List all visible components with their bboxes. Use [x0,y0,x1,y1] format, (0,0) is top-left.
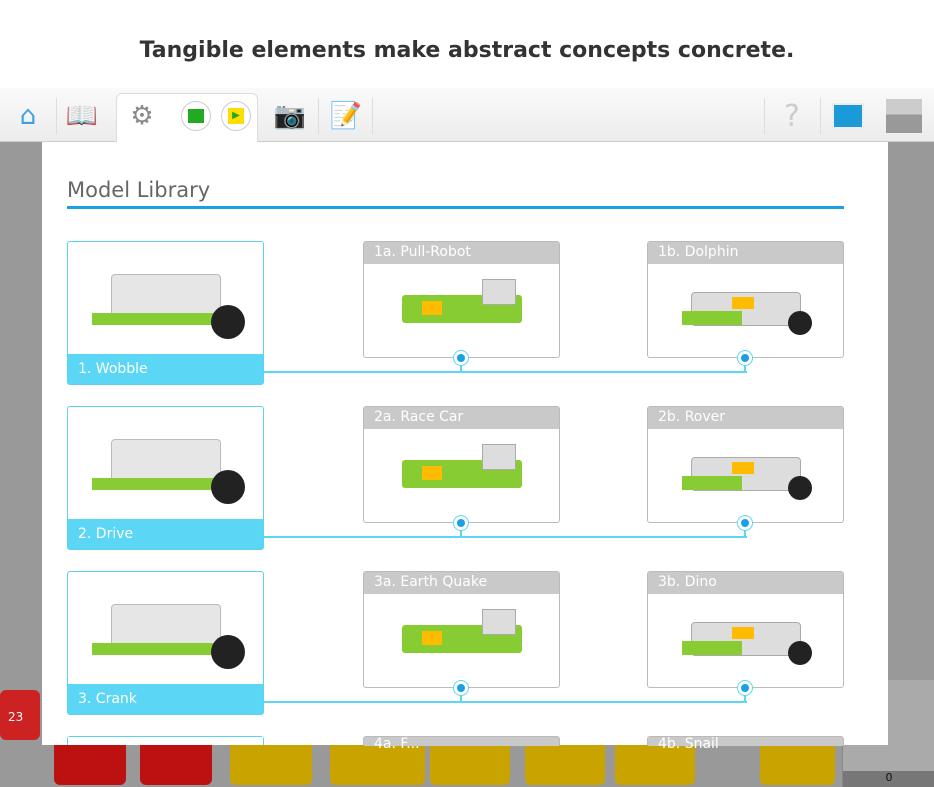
camera-icon[interactable]: 📷 [273,101,307,131]
headline: Tangible elements make abstract concepts… [139,38,795,63]
model-name: 3a. Earth Quake [364,572,559,594]
model-image [681,291,812,335]
connector-node [738,516,752,530]
home-icon[interactable]: ⌂ [19,101,37,131]
connector-node [738,351,752,365]
window-icon[interactable] [884,96,924,136]
model-card-variant[interactable]: 1b. Dolphin [647,241,844,358]
model-name: 2b. Rover [648,407,843,429]
connector-line [263,536,747,538]
counter-value: 0 [843,771,934,787]
model-image [91,273,245,339]
model-name: 1a. Pull-Robot [364,242,559,264]
model-image [401,608,522,653]
model-card-variant[interactable]: 1a. Pull-Robot [363,241,560,358]
connector-line [744,523,746,537]
green-brick-icon[interactable] [176,96,216,136]
model-card-main[interactable] [67,736,264,745]
model-card-variant[interactable]: 2b. Rover [647,406,844,523]
model-name: 3. Crank [68,684,263,714]
model-image [91,438,245,504]
connector-line [460,688,462,702]
connector-line [744,688,746,702]
model-card-variant[interactable]: 4a. F... [363,736,560,751]
model-card-variant[interactable]: 4b. Snail [647,736,844,751]
connector-line [263,701,747,703]
help-icon[interactable]: ? [784,98,800,134]
connector-node [454,681,468,695]
title-underline [67,206,844,209]
model-image [91,603,245,669]
model-name: 2a. Race Car [364,407,559,429]
model-image [401,443,522,488]
model-image [681,456,812,500]
connector-line [460,358,462,372]
model-card-main[interactable]: 1. Wobble [67,241,264,385]
gears-icon[interactable]: ⚙ [130,101,154,131]
connector-line [263,371,747,373]
toolbar: ⌂ 📖 ⚙ ▶ 📷 📝 ? [0,88,934,142]
model-card-variant[interactable]: 2a. Race Car [363,406,560,523]
model-name: 2. Drive [68,519,263,549]
model-card-variant[interactable]: 3b. Dino [647,571,844,688]
connector-node [454,516,468,530]
connector-line [460,523,462,537]
document-pencil-icon[interactable]: 📝 [329,101,363,131]
model-name: 3b. Dino [648,572,843,594]
model-card-variant[interactable]: 3a. Earth Quake [363,571,560,688]
model-image [401,278,522,323]
model-name: 4b. Snail [648,737,843,751]
model-image [681,621,812,665]
screen-icon[interactable] [828,96,868,136]
library-icon[interactable]: 📖 [65,101,99,131]
connector-line [744,358,746,372]
model-library-dialog: Model Library 1. Wobble 1a. Pull-Robot 1… [42,142,888,751]
model-name [68,737,263,745]
model-name: 4a. F... [364,737,559,751]
connector-node [454,351,468,365]
connector-node [738,681,752,695]
model-name: 1. Wobble [68,354,263,384]
model-name: 1b. Dolphin [648,242,843,264]
number-block[interactable]: 23 [0,690,40,740]
model-card-main[interactable]: 3. Crank [67,571,264,715]
play-icon[interactable]: ▶ [216,96,256,136]
dialog-title: Model Library [67,178,211,202]
model-card-main[interactable]: 2. Drive [67,406,264,550]
